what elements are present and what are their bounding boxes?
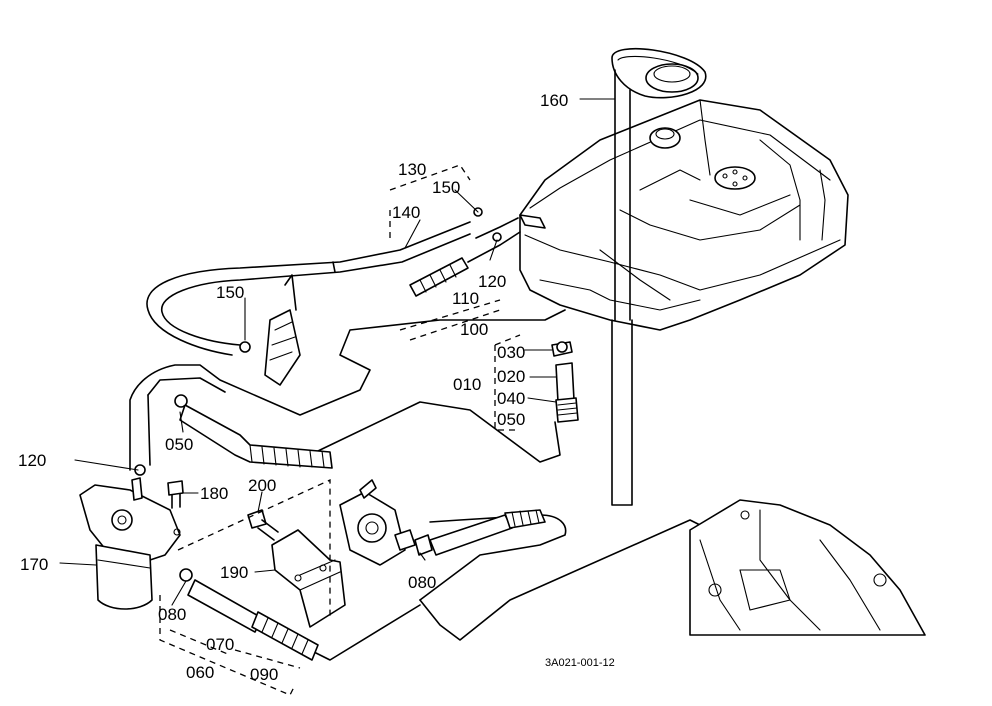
injection-pipe <box>264 274 301 386</box>
fuel-pump <box>339 479 416 566</box>
label-150-mid: 150 <box>216 283 244 302</box>
tank-outlet-fittings <box>551 341 579 423</box>
label-050-right: 050 <box>497 410 525 429</box>
fuel-filter <box>79 477 181 610</box>
label-180: 180 <box>200 484 228 503</box>
reference-code: 3A021-001-12 <box>545 657 615 669</box>
corrugated-hose-050 <box>179 404 333 469</box>
label-110: 110 <box>452 289 479 308</box>
tank-cap-strap <box>611 47 707 506</box>
return-hose-upper <box>409 217 521 297</box>
label-130: 130 <box>398 160 426 179</box>
mounting-bracket <box>271 529 346 628</box>
feed-hose-loop <box>146 221 471 356</box>
label-090: 090 <box>250 665 278 684</box>
label-070: 070 <box>206 635 234 654</box>
label-080-center: 080 <box>408 573 436 592</box>
label-200: 200 <box>248 476 276 495</box>
part-labels: 160 130 150 140 150 110 120 100 030 010 … <box>18 91 615 684</box>
label-120-top: 120 <box>478 272 506 291</box>
group-outlines <box>159 164 521 696</box>
label-100: 100 <box>460 320 488 339</box>
label-030: 030 <box>497 343 525 362</box>
label-190: 190 <box>220 563 248 582</box>
engine-block <box>689 499 926 636</box>
fuel-tank <box>519 99 849 331</box>
label-140: 140 <box>392 203 420 222</box>
label-170: 170 <box>20 555 48 574</box>
label-060: 060 <box>186 663 214 682</box>
clamps-and-hoses <box>134 207 568 661</box>
label-040: 040 <box>497 389 525 408</box>
label-150-top: 150 <box>432 178 460 197</box>
label-050-left: 050 <box>165 435 193 454</box>
tube-network <box>129 309 701 661</box>
label-010: 010 <box>453 375 481 394</box>
leader-lines <box>59 98 616 606</box>
label-020: 020 <box>497 367 525 386</box>
label-080-left: 080 <box>158 605 186 624</box>
label-120-left: 120 <box>18 451 46 470</box>
label-160: 160 <box>540 91 568 110</box>
